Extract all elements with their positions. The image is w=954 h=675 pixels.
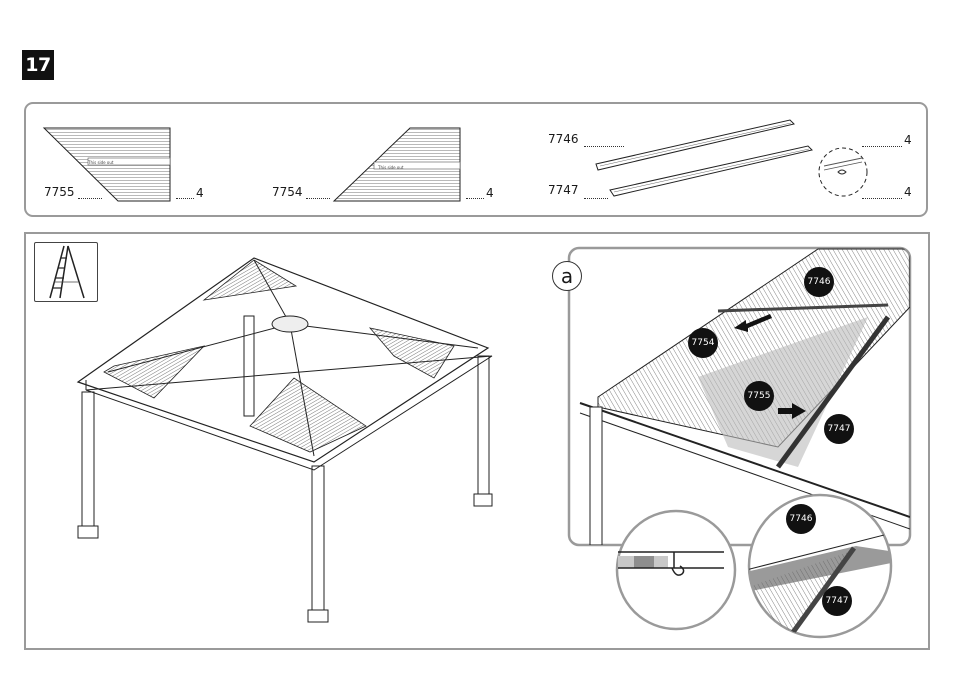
part-qty-dots-7747 xyxy=(862,198,902,199)
part-qty-7746: 4 xyxy=(904,133,912,147)
magnify-circle-icon xyxy=(818,147,868,197)
gazebo-drawing xyxy=(76,257,493,623)
zoom-circle-clip xyxy=(615,509,737,631)
parts-panel xyxy=(24,102,928,217)
part-code-7754: 7754 xyxy=(272,185,303,199)
detail-a-frame xyxy=(567,246,912,547)
ladder-icon-box xyxy=(34,242,98,302)
zoom-callout-7746: 7746 xyxy=(786,504,816,534)
ladder-icon xyxy=(49,245,85,299)
part-dots-7746 xyxy=(584,146,624,147)
part-7754-panel xyxy=(332,127,461,202)
step-number: 17 xyxy=(22,50,54,80)
zoom-callout-7747: 7747 xyxy=(822,586,852,616)
part-qty-7754: 4 xyxy=(486,186,494,200)
panel-stamp-7755: This side out xyxy=(88,160,114,165)
callout-7747: 7747 xyxy=(824,414,854,444)
part-dots-7747 xyxy=(584,198,608,199)
callout-7746: 7746 xyxy=(804,267,834,297)
part-qty-7747: 4 xyxy=(904,185,912,199)
callout-7755: 7755 xyxy=(744,381,774,411)
zoom-circle-strip xyxy=(747,493,893,639)
part-strips xyxy=(595,119,813,197)
part-code-7747: 7747 xyxy=(548,183,579,197)
part-code-7746: 7746 xyxy=(548,132,579,146)
part-qty-7755: 4 xyxy=(196,186,204,200)
part-qty-dots-7755 xyxy=(176,198,194,199)
part-dots-7754 xyxy=(306,198,330,199)
panel-stamp-7754: This side out xyxy=(378,165,404,170)
detail-label: a xyxy=(552,261,582,291)
part-7755-panel xyxy=(42,127,171,202)
callout-7754: 7754 xyxy=(688,328,718,358)
part-code-7755: 7755 xyxy=(44,185,75,199)
arrow-icon-2 xyxy=(778,403,806,419)
part-dots-7755 xyxy=(78,198,102,199)
part-qty-dots-7754 xyxy=(466,198,484,199)
part-qty-dots-7746 xyxy=(862,146,902,147)
arrow-icon xyxy=(734,314,772,332)
